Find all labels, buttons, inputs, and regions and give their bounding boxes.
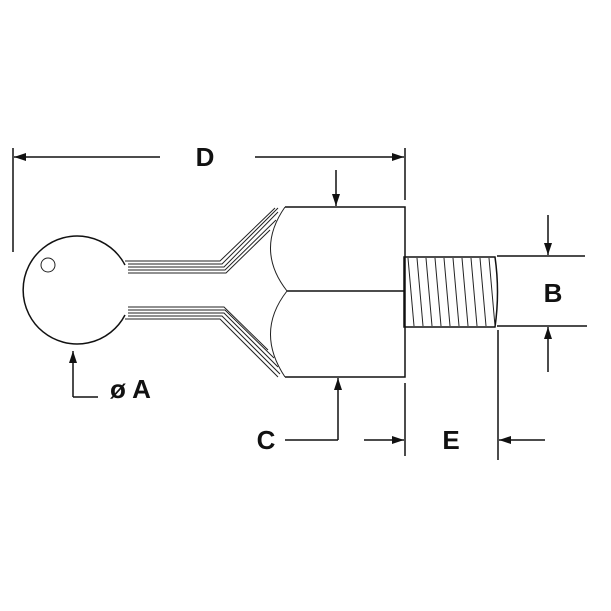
dimension-a: ø A xyxy=(69,351,151,404)
label-e: E xyxy=(442,425,459,455)
label-b: B xyxy=(544,278,563,308)
thread-line xyxy=(443,257,451,327)
thread-line xyxy=(470,257,478,327)
label-d: D xyxy=(196,142,215,172)
thread-line xyxy=(488,257,496,327)
thread xyxy=(403,256,499,328)
body xyxy=(270,206,406,378)
dimension-c: C xyxy=(257,170,342,455)
thread-line xyxy=(416,257,424,327)
shaft xyxy=(125,207,281,378)
hole xyxy=(40,257,56,273)
dimension-d: D xyxy=(12,142,406,252)
label-c: C xyxy=(257,425,276,455)
label-a: ø A xyxy=(110,374,151,404)
key-ball xyxy=(22,235,126,345)
thread-line xyxy=(425,257,433,327)
thread-line xyxy=(434,257,442,327)
thread-line xyxy=(452,257,460,327)
thread-line xyxy=(407,257,415,327)
thread-line xyxy=(479,257,487,327)
dimension-b: B xyxy=(497,215,587,372)
thread-line xyxy=(461,257,469,327)
dimension-e: E xyxy=(364,330,545,460)
